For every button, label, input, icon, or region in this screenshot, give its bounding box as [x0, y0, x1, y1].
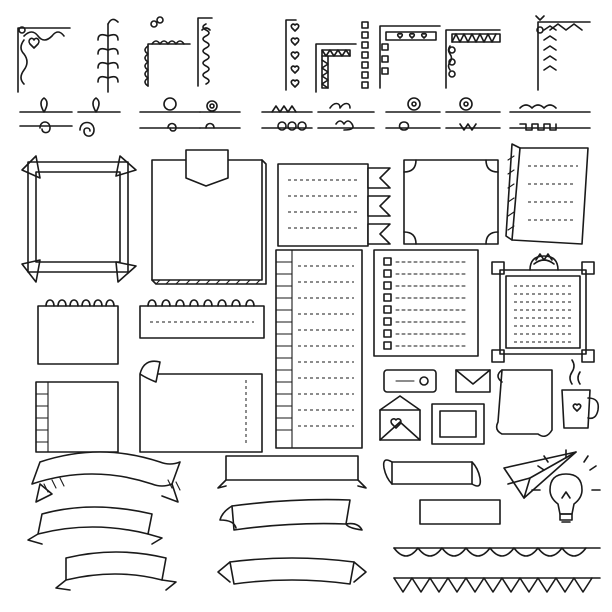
tabbed-lined-note	[277, 163, 391, 247]
straight-banner	[217, 455, 367, 489]
coffee-mug	[561, 359, 600, 429]
checkbox-icon	[383, 305, 392, 314]
triangle-corner	[445, 29, 501, 89]
bead-chain-corner	[361, 21, 369, 89]
triangle-bunting	[393, 577, 601, 593]
wave-corner	[197, 17, 213, 87]
checkbox-icon	[383, 257, 392, 266]
long-banner	[217, 557, 367, 585]
swirl-divider	[139, 97, 201, 132]
envelope	[383, 369, 437, 393]
checkbox-icon	[383, 293, 392, 302]
bead-divider	[261, 105, 313, 131]
arrow-vine-corner	[535, 15, 591, 91]
margin-lined-list	[275, 249, 363, 449]
flower-divider	[77, 97, 121, 137]
square-wave-divider	[385, 97, 591, 131]
heart-square-corner	[379, 25, 441, 89]
photo-corner-frame	[21, 155, 137, 283]
checkbox-icon	[383, 341, 392, 350]
leaf-divider	[19, 97, 73, 134]
spiral-note	[37, 299, 119, 365]
scroll-banner	[382, 459, 501, 525]
zigzag-corner	[315, 43, 357, 93]
ornate-frame	[491, 253, 595, 363]
mail-envelope	[455, 369, 491, 393]
flower-loop-divider	[317, 102, 375, 131]
tape-tag-note	[151, 149, 267, 285]
paper-plane	[503, 451, 577, 499]
checkbox-icon	[383, 281, 392, 290]
ribbon-banner-curl	[219, 498, 363, 531]
heart-chain-corner	[285, 19, 300, 91]
checkbox-icon	[383, 329, 392, 338]
leaf-sprig-corner	[97, 18, 119, 93]
flag-banner	[55, 551, 177, 591]
scallop-corner	[144, 16, 191, 87]
scallop-bunting	[393, 547, 601, 557]
light-bulb	[531, 449, 601, 523]
curled-note	[139, 360, 263, 453]
wavy-banner	[31, 451, 181, 503]
curled-banner	[27, 506, 163, 545]
checkbox-icon	[383, 269, 392, 278]
folded-corner-note	[403, 159, 499, 245]
checklist-note	[373, 249, 479, 357]
heart-vine-corner	[17, 26, 71, 93]
perforated-note	[35, 381, 119, 453]
open-envelope	[379, 395, 421, 441]
postage-stamp	[431, 403, 485, 445]
spiral-lined-note	[139, 299, 265, 339]
striped-lined-note	[505, 143, 589, 245]
zigzag-flower-divider	[199, 100, 241, 129]
checkbox-icon	[383, 317, 392, 326]
scroll	[495, 369, 553, 438]
